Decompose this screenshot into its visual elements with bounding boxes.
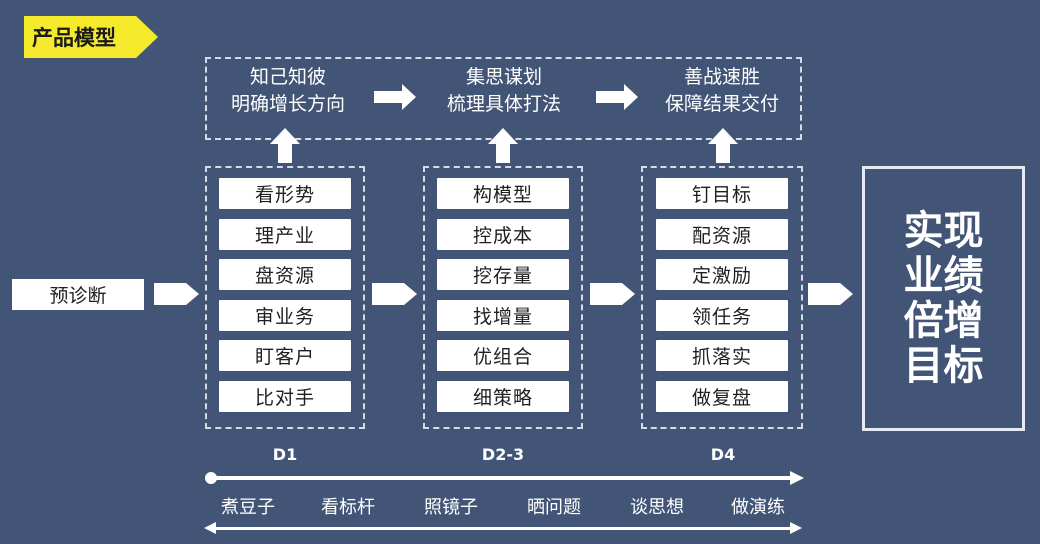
goal-3: 善战速胜 保障结果交付 [632,64,812,118]
pre-diagnosis-box: 预诊断 [12,279,144,310]
item-d4-4: 领任务 [656,300,788,331]
goal-3-line1: 善战速胜 [683,66,760,88]
arrow-right-icon [790,522,802,534]
column-d2-3 [423,166,583,429]
item-d23-3: 挖存量 [437,259,569,290]
item-d1-5: 盯客户 [219,340,351,371]
goal-1-line2: 明确增长方向 [230,93,345,115]
arrow-left-icon [204,522,216,534]
item-d23-4: 找增量 [437,300,569,331]
chevron-right-icon [808,283,853,305]
chevron-right-icon [590,283,635,305]
arrow-right-icon [596,84,638,110]
arrow-up-icon [708,128,738,163]
bottom-line [214,527,792,530]
day-label-d1: D1 [272,445,298,464]
title-tag-pointer [136,16,158,58]
item-d4-5: 抓落实 [656,340,788,371]
method-2: 看标杆 [321,497,375,518]
arrow-up-icon [488,128,518,163]
method-1: 煮豆子 [221,497,275,518]
goal-3-line2: 保障结果交付 [664,93,779,115]
item-d4-3: 定激励 [656,259,788,290]
goal-2: 集思谋划 梳理具体打法 [414,64,594,118]
item-d1-6: 比对手 [219,381,351,412]
model-title-tag: 产品模型 [24,16,136,58]
item-d4-2: 配资源 [656,219,788,250]
day-label-d2-3: D2-3 [481,445,525,464]
item-d4-6: 做复盘 [656,381,788,412]
method-3: 照镜子 [424,497,478,518]
column-d4 [641,166,803,429]
goal-2-line2: 梳理具体打法 [446,93,561,115]
result-box: 实现业绩倍增目标 [862,166,1025,431]
item-d1-4: 审业务 [219,300,351,331]
goal-1-line1: 知己知彼 [249,66,326,88]
arrow-right-icon [374,84,416,110]
day-label-d4: D4 [710,445,736,464]
item-d4-1: 钉目标 [656,178,788,209]
method-5: 谈思想 [630,497,684,518]
item-d1-1: 看形势 [219,178,351,209]
chevron-right-icon [372,283,417,305]
chevron-right-icon [154,283,199,305]
item-d1-2: 理产业 [219,219,351,250]
model-title: 产品模型 [32,26,116,50]
timeline-line [211,476,793,480]
item-d1-3: 盘资源 [219,259,351,290]
item-d23-1: 构模型 [437,178,569,209]
timeline-arrow-icon [790,471,804,485]
item-d23-5: 优组合 [437,340,569,371]
arrow-up-icon [270,128,300,163]
method-4: 晒问题 [527,497,581,518]
goal-2-line1: 集思谋划 [465,66,542,88]
method-6: 做演练 [731,497,785,518]
goal-1: 知己知彼 明确增长方向 [198,64,378,118]
result-text: 实现业绩倍增目标 [903,207,984,389]
column-d1 [205,166,365,429]
pre-diagnosis-label: 预诊断 [49,285,107,307]
item-d23-2: 控成本 [437,219,569,250]
item-d23-6: 细策略 [437,381,569,412]
